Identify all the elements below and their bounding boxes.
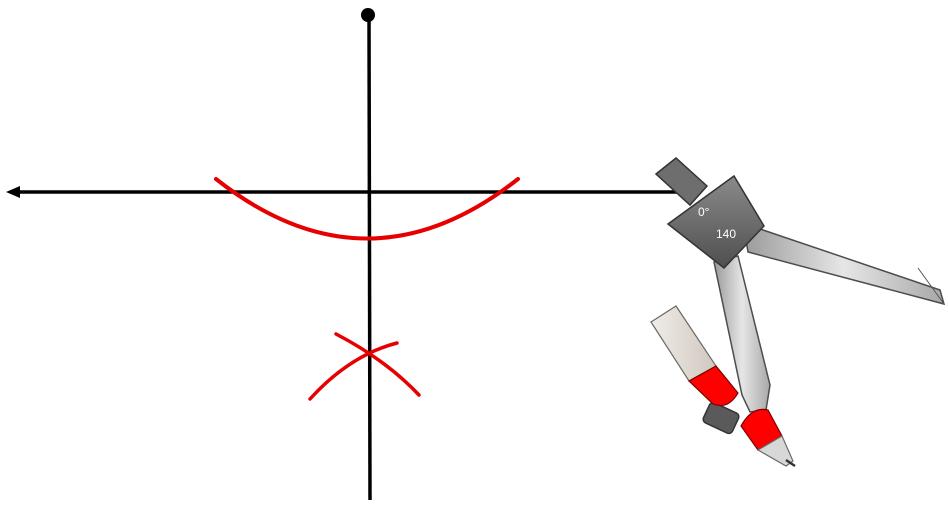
horizontal-line bbox=[6, 186, 690, 198]
compass-needle-leg[interactable] bbox=[742, 220, 946, 306]
arrowhead-left-icon bbox=[6, 186, 20, 198]
line-endpoint[interactable] bbox=[361, 8, 375, 22]
construction-arc-main bbox=[214, 177, 520, 241]
compass-holder-knob[interactable] bbox=[702, 401, 740, 435]
compass-pencil-tip bbox=[740, 408, 796, 468]
perpendicular-line bbox=[361, 8, 375, 501]
compass-head[interactable]: 0° 140 bbox=[654, 157, 765, 270]
compass-tool[interactable]: 0° 140 bbox=[650, 157, 946, 468]
construction-arc-right bbox=[334, 332, 421, 397]
compass-handle[interactable] bbox=[654, 157, 709, 207]
angle-readout: 0° bbox=[698, 205, 710, 219]
radius-readout: 140 bbox=[716, 227, 736, 241]
construction-arc-left bbox=[308, 341, 399, 401]
pencil-lead-icon bbox=[650, 305, 739, 407]
